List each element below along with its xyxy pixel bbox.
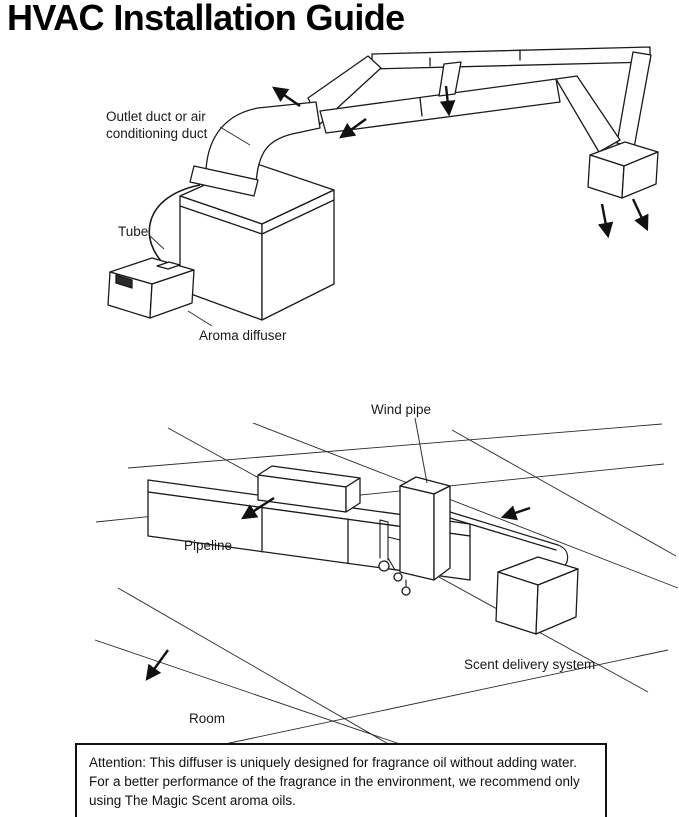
label-aroma-diffuser: Aroma diffuser bbox=[199, 328, 287, 343]
top-leader-lines bbox=[149, 126, 251, 327]
label-tube: Tube bbox=[118, 224, 149, 239]
label-pipeline: Pipeline bbox=[184, 538, 233, 553]
ahu-unit-drawing bbox=[179, 162, 335, 321]
scent-pipe-drawing bbox=[449, 511, 569, 573]
page-title: HVAC Installation Guide bbox=[7, 0, 405, 38]
label-room: Room bbox=[189, 711, 226, 726]
label-wind-pipe: Wind pipe bbox=[371, 402, 432, 417]
tube-drawing bbox=[148, 184, 201, 269]
wind-pipe-unit-drawing bbox=[378, 476, 451, 596]
label-scent-delivery-system: Scent delivery system bbox=[464, 657, 596, 672]
label-outlet-duct-line2: conditioning duct bbox=[106, 126, 208, 142]
label-outlet-duct-line1: Outlet duct or air bbox=[106, 109, 206, 124]
scent-delivery-device-drawing bbox=[495, 556, 579, 635]
top-duct-network-drawing bbox=[307, 46, 659, 199]
bottom-leader-lines bbox=[414, 417, 428, 484]
elbow-duct-drawing bbox=[189, 101, 321, 197]
ceiling-grid-drawing bbox=[94, 422, 679, 773]
attention-text: Attention: This diffuser is uniquely des… bbox=[89, 755, 580, 809]
bottom-flow-arrows bbox=[145, 496, 531, 681]
attention-box: Attention: This diffuser is uniquely des… bbox=[75, 743, 607, 817]
aroma-diffuser-drawing bbox=[107, 257, 195, 319]
top-flow-arrows bbox=[272, 85, 649, 239]
label-outlet-duct: Outlet duct or air conditioning duct bbox=[106, 108, 207, 143]
duct-beam-drawing bbox=[147, 465, 471, 581]
